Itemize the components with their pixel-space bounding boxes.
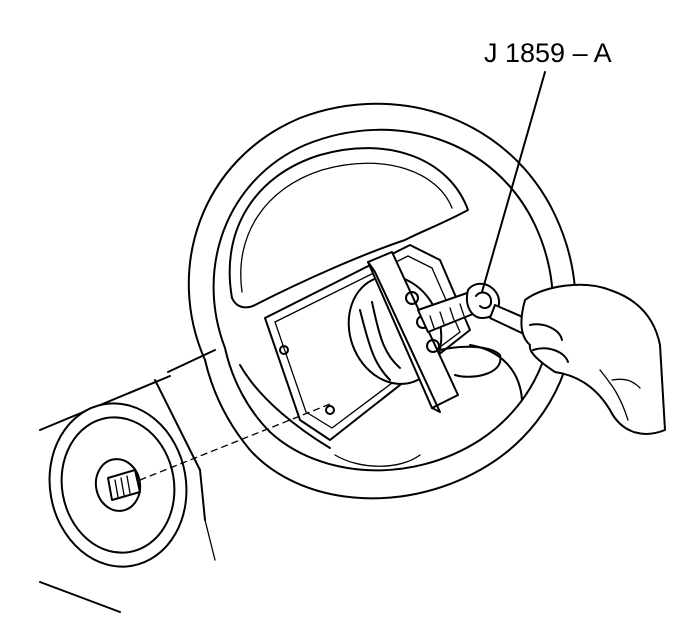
steering-column — [39, 349, 216, 613]
steering-wheel — [187, 102, 577, 500]
hand — [520, 283, 666, 435]
callout-leader-line — [481, 71, 546, 293]
tool-callout-label: J 1859 – A — [484, 38, 612, 68]
puller-tool — [367, 251, 502, 413]
